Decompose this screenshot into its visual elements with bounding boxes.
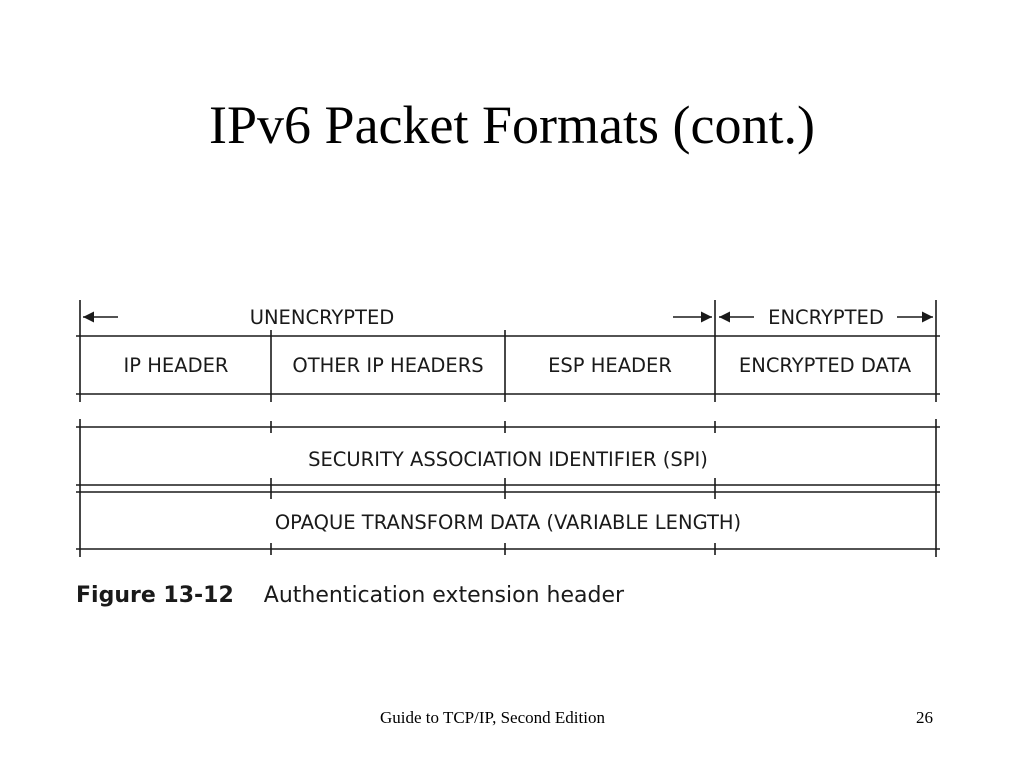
field-encrypted-data: ENCRYPTED DATA <box>739 354 912 377</box>
figure-caption: Figure 13-12 Authentication extension hea… <box>76 583 624 608</box>
field-esp-header: ESP HEADER <box>548 354 672 377</box>
field-opaque-transform-data: OPAQUE TRANSFORM DATA (VARIABLE LENGTH) <box>275 511 741 534</box>
footer-text: Guide to TCP/IP, Second Edition <box>380 708 605 727</box>
unencrypted-label: UNENCRYPTED <box>250 306 395 329</box>
page-number: 26 <box>916 708 933 727</box>
encrypted-label: ENCRYPTED <box>768 306 884 329</box>
slide-title: IPv6 Packet Formats (cont.) <box>209 95 815 155</box>
field-ip-header: IP HEADER <box>124 354 229 377</box>
bit-ruler-ticks <box>270 421 716 555</box>
figure-number: Figure 13-12 <box>76 583 234 608</box>
field-spi: SECURITY ASSOCIATION IDENTIFIER (SPI) <box>308 448 708 471</box>
figure-description: Authentication extension header <box>263 583 625 608</box>
field-other-ip-headers: OTHER IP HEADERS <box>292 354 483 377</box>
